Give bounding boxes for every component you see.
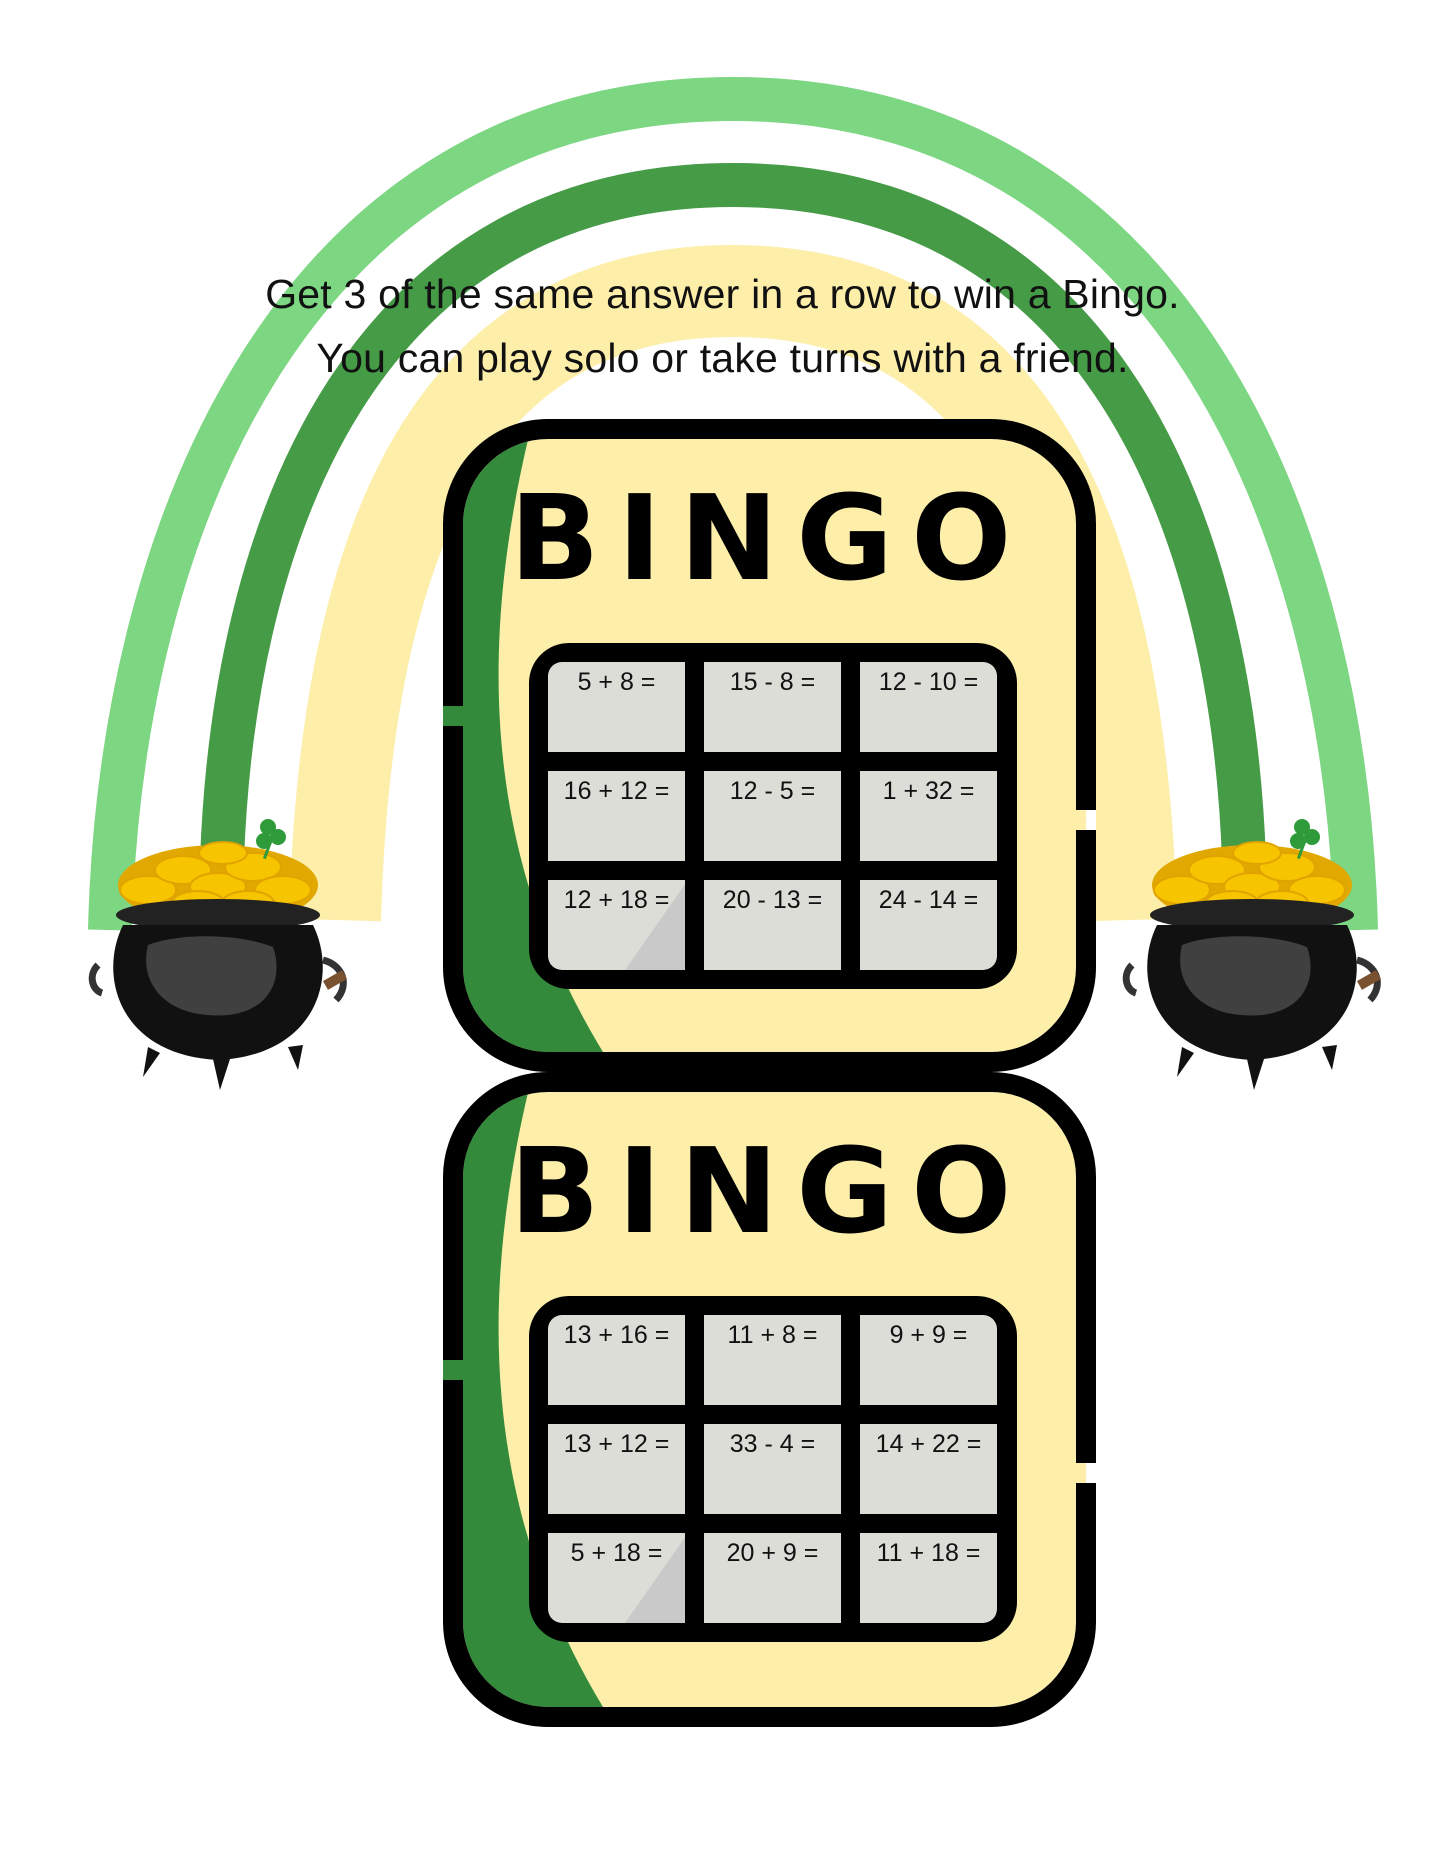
shamrock-icon bbox=[1290, 819, 1320, 860]
bingo-cell[interactable]: 5 + 8 = bbox=[548, 662, 685, 752]
bingo-title: BINGO bbox=[509, 1122, 1030, 1260]
rainbow-middle-band bbox=[200, 162, 1266, 861]
bingo-cell[interactable]: 20 - 13 = bbox=[704, 880, 841, 970]
bingo-cell[interactable]: 5 + 18 = bbox=[548, 1533, 685, 1623]
bingo-card-1: BINGO 5 + 8 = 15 - 8 = 12 - 10 = 16 + 12… bbox=[443, 419, 1096, 1072]
bingo-cell[interactable]: 12 - 10 = bbox=[860, 662, 997, 752]
bingo-cell[interactable]: 20 + 9 = bbox=[704, 1533, 841, 1623]
bingo-card-2: BINGO 13 + 16 = 11 + 8 = 9 + 9 = 13 + 12… bbox=[443, 1072, 1096, 1727]
instructions: Get 3 of the same answer in a row to win… bbox=[0, 262, 1445, 390]
bingo-cell[interactable]: 24 - 14 = bbox=[860, 880, 997, 970]
shamrock-icon bbox=[256, 819, 286, 860]
pot-of-gold-icon bbox=[88, 819, 348, 1090]
rainbow-outer-band bbox=[88, 76, 1378, 931]
bingo-cell[interactable]: 12 - 5 = bbox=[704, 771, 841, 861]
bingo-title: BINGO bbox=[509, 469, 1030, 607]
bingo-cell[interactable]: 11 + 8 = bbox=[704, 1315, 841, 1405]
bingo-cell[interactable]: 13 + 16 = bbox=[548, 1315, 685, 1405]
instructions-line-1: Get 3 of the same answer in a row to win… bbox=[265, 271, 1180, 317]
bingo-cell[interactable]: 9 + 9 = bbox=[860, 1315, 997, 1405]
bingo-cell[interactable]: 1 + 32 = bbox=[860, 771, 997, 861]
instructions-line-2: You can play solo or take turns with a f… bbox=[316, 335, 1129, 381]
bingo-cell[interactable]: 16 + 12 = bbox=[548, 771, 685, 861]
pot-of-gold-icon bbox=[1122, 819, 1382, 1090]
bingo-cell[interactable]: 12 + 18 = bbox=[548, 880, 685, 970]
bingo-cell[interactable]: 13 + 12 = bbox=[548, 1424, 685, 1514]
bingo-cell[interactable]: 33 - 4 = bbox=[704, 1424, 841, 1514]
bingo-cell[interactable]: 15 - 8 = bbox=[704, 662, 841, 752]
bingo-grid: 13 + 16 = 11 + 8 = 9 + 9 = 13 + 12 = 33 … bbox=[529, 1296, 1017, 1642]
bingo-cell[interactable]: 11 + 18 = bbox=[860, 1533, 997, 1623]
bingo-grid: 5 + 8 = 15 - 8 = 12 - 10 = 16 + 12 = 12 … bbox=[529, 643, 1017, 989]
bingo-cell[interactable]: 14 + 22 = bbox=[860, 1424, 997, 1514]
